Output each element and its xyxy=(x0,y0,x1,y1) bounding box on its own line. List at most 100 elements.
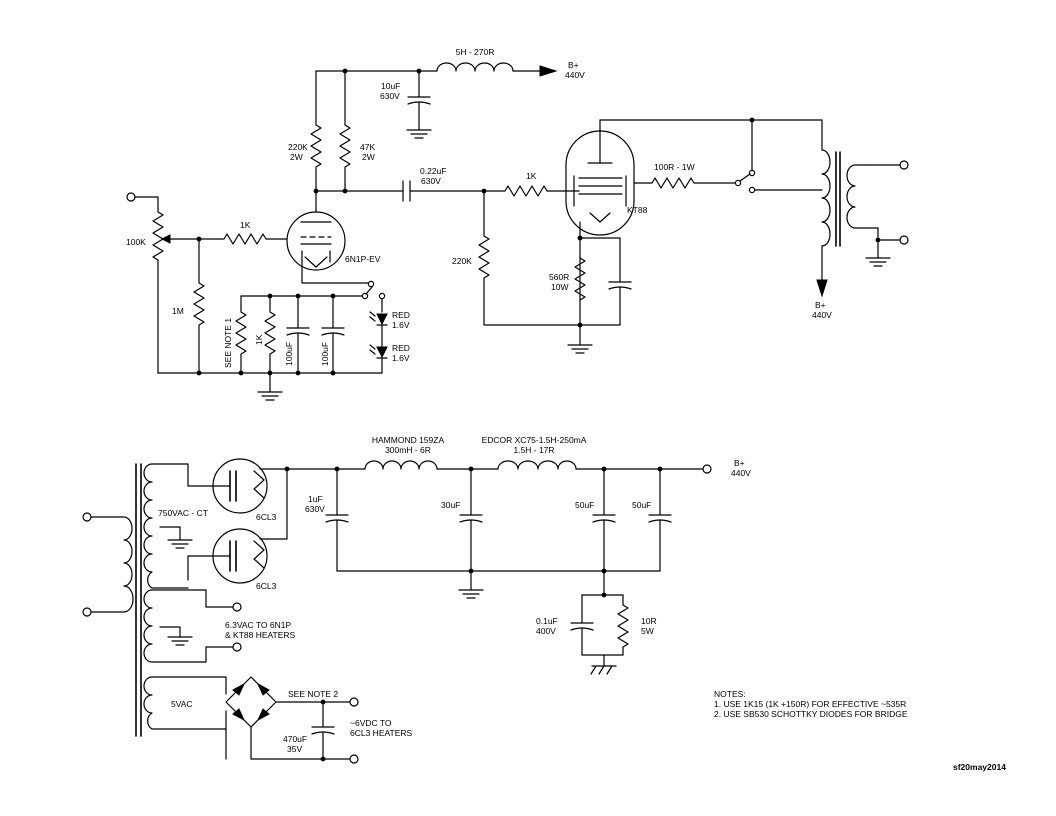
label-choke-5h: 5H - 270R xyxy=(456,47,495,57)
junction-dot xyxy=(749,117,755,123)
label-cap-10uf-v: 630V xyxy=(380,91,400,101)
junction-dot xyxy=(238,370,244,376)
label-r-1k-cath: 1K xyxy=(254,334,264,345)
resistor-1k-cathode xyxy=(264,295,276,374)
choke-edcor xyxy=(497,460,712,474)
resistor-1m xyxy=(193,238,205,374)
junction-dot xyxy=(196,370,202,376)
mains-transformer xyxy=(82,463,142,737)
top-rail xyxy=(315,65,558,98)
chassis-ground xyxy=(590,654,617,675)
label-r-1k-grid: 1K xyxy=(526,171,537,181)
label-bplus-psu: B+ xyxy=(734,458,745,468)
label-r-1m: 1M xyxy=(172,306,184,316)
resistor-1k-grid xyxy=(483,185,579,197)
label-cap3: 50uF xyxy=(575,500,594,510)
label-cap-470uf: 470uF xyxy=(283,734,307,744)
label-bplus-psu-v: 440V xyxy=(731,468,751,478)
label-see-note-1: SEE NOTE 1 xyxy=(223,318,233,368)
resistor-560r xyxy=(574,257,586,301)
choke-hammond xyxy=(364,460,499,470)
label-r-560r: 560R xyxy=(549,272,569,282)
label-led-a-v: 1.6V xyxy=(392,320,410,330)
label-bplus-top-v: 440V xyxy=(565,70,585,80)
label-pot-100k: 100K xyxy=(126,237,146,247)
cap-100uf-a xyxy=(286,295,310,374)
label-r-1k-input: 1K xyxy=(240,220,251,230)
kt88-bypass-wire xyxy=(579,237,621,283)
ground-symbol xyxy=(257,372,283,401)
cap-50uf-b xyxy=(648,468,672,572)
label-led-b-v: 1.6V xyxy=(392,353,410,363)
cap-50uf-a xyxy=(592,468,616,596)
signature: sf20may2014 xyxy=(953,762,1006,772)
winding-5vac xyxy=(143,676,227,760)
heater-wire xyxy=(301,261,372,284)
label-r-47k: 47K xyxy=(360,142,375,152)
label-out-b: 6CL3 HEATERS xyxy=(350,728,413,738)
cap-1uf xyxy=(325,468,349,572)
rectifier-6cl3-a xyxy=(212,458,288,514)
junction-dot xyxy=(330,293,336,299)
resistor-47k-plate xyxy=(339,70,351,192)
junction-dot xyxy=(295,293,301,299)
label-cap4: 50uF xyxy=(632,500,651,510)
label-r-100r: 100R - 1W xyxy=(654,162,695,172)
cap-470uf xyxy=(311,701,335,760)
choke-5h xyxy=(436,62,514,72)
resistor-220k-grid xyxy=(478,190,621,326)
resistor-note1 xyxy=(235,295,247,374)
label-r-220k-plate-w: 2W xyxy=(290,152,303,162)
label-gnd-cap: 0.1uF xyxy=(536,616,558,626)
label-bplus-out: B+ xyxy=(815,300,826,310)
triode-6n1p xyxy=(286,211,346,271)
label-heater-a: 6.3VAC TO 6N1P xyxy=(225,620,291,630)
label-bplus-top: B+ xyxy=(568,60,579,70)
label-hv-winding: 750VAC - CT xyxy=(158,508,208,518)
label-choke1-b: 300mH - 6R xyxy=(385,445,431,455)
junction-dot xyxy=(313,188,319,194)
notes-title: NOTES: xyxy=(714,689,746,699)
label-cap-10uf: 10uF xyxy=(381,81,400,91)
potentiometer-100k xyxy=(126,192,200,374)
label-r-220k-grid: 220K xyxy=(452,256,472,266)
rectifier-6cl3-b xyxy=(212,468,288,584)
coupling-cap xyxy=(402,180,485,202)
junction-dot xyxy=(295,370,301,376)
switch-led xyxy=(361,280,386,313)
junction-dot xyxy=(342,188,348,194)
led-red-a xyxy=(369,311,388,347)
label-pentode: KT88 xyxy=(627,205,648,215)
junction-dot xyxy=(875,237,881,243)
label-cap-470uf-v: 35V xyxy=(287,744,302,754)
label-cap1: 1uF xyxy=(308,494,323,504)
plate-to-transformer xyxy=(599,119,823,151)
resistor-220k-plate xyxy=(310,70,322,192)
hv-secondary xyxy=(143,463,214,589)
cap-10uf xyxy=(406,96,432,139)
label-cap-100uf-a: 100uF xyxy=(284,342,294,366)
junction-dot xyxy=(284,466,290,472)
label-bplus-out-v: 440V xyxy=(812,310,832,320)
label-out-a: ~6VDC TO xyxy=(350,718,392,728)
note-1: 1. USE 1K15 (1K +150R) FOR EFFECTIVE ~53… xyxy=(714,699,906,709)
resistor-10r xyxy=(617,594,629,656)
label-gnd-cap-v: 400V xyxy=(536,626,556,636)
cap-100uf-b xyxy=(321,295,345,374)
label-choke2-a: EDCOR XC75-1.5H-250mA xyxy=(482,435,587,445)
label-r-220k-plate: 220K xyxy=(288,142,308,152)
label-rect-b: 6CL3 xyxy=(256,581,277,591)
label-r-47k-w: 2W xyxy=(362,152,375,162)
label-5vac: 5VAC xyxy=(171,699,193,709)
junction-dot xyxy=(330,370,336,376)
label-cap1-v: 630V xyxy=(305,504,325,514)
resistor-100r-screen xyxy=(633,177,737,189)
ground-symbol xyxy=(567,324,593,354)
label-coupling-cap: 0.22uF xyxy=(420,166,446,176)
cap-0.1uf xyxy=(570,594,624,656)
ground-symbol xyxy=(458,589,484,599)
cap-kt88-bypass xyxy=(608,281,632,326)
resistor-1k-input xyxy=(198,233,288,245)
